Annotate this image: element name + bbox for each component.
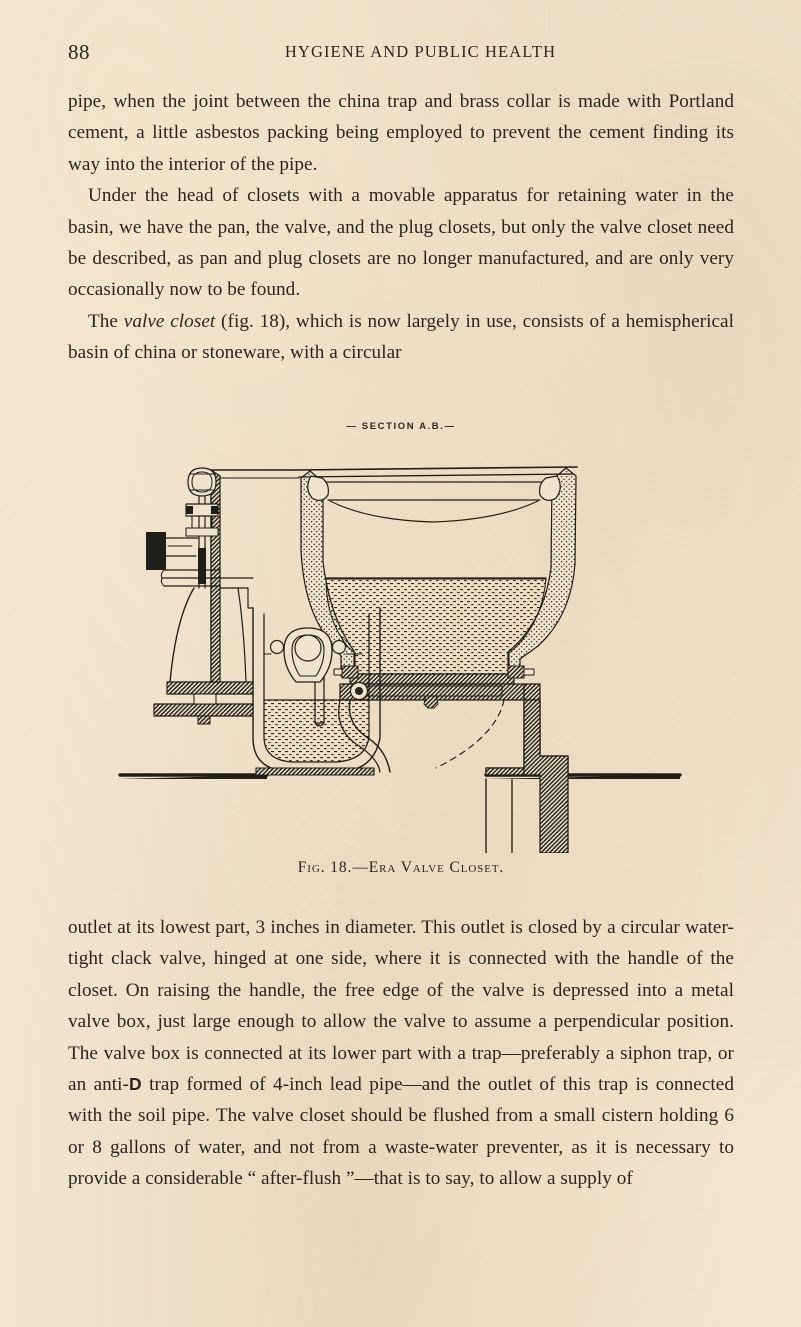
floor-line — [118, 773, 682, 779]
valve-seat-bolts — [333, 665, 535, 679]
figure-caption: Fig. 18.—Era Valve Closet. — [68, 859, 734, 877]
running-head: 88 Hygiene and Public Health — [68, 40, 733, 64]
handle-lever-mechanism — [146, 467, 221, 589]
closet-handle-block — [146, 532, 166, 570]
outlet-text-part-2: trap formed of 4-inch lead pipe—and the … — [68, 1074, 735, 1190]
figure-18: — SECTION A.B.— — [68, 420, 734, 877]
paragraph-valve-closet: The valve closet (fig. 18), which is now… — [68, 306, 734, 369]
section-ab-label: — SECTION A.B.— — [346, 421, 456, 432]
access-cover-boss — [263, 627, 363, 683]
outlet-text-part-1: outlet at its lowest part, 3 inches in d… — [68, 917, 734, 1096]
era-valve-closet-sectional-drawing — [118, 466, 682, 853]
paragraph-outlet-description: outlet at its lowest part, 3 inches in d… — [68, 912, 734, 1195]
trap-water-seal-stipple — [264, 700, 369, 762]
valve-open-position-dashed-arc — [435, 699, 505, 769]
page-folio-number: 88 — [68, 40, 90, 64]
figure-caption-title: Era Valve Closet. — [368, 859, 505, 876]
basin-water-stipple — [326, 579, 546, 674]
soil-outlet-pipe — [485, 683, 569, 853]
figure-caption-number: Fig. 18. — [297, 859, 353, 876]
valve-paragraph-tail: (fig. 18), which is now largely in use, … — [68, 310, 734, 364]
closet-casing — [153, 469, 300, 725]
anti-d-trap-glyph: D — [129, 1074, 142, 1095]
paragraph-pipe-joint: pipe, when the joint between the china t… — [68, 91, 734, 175]
siphon-trap — [252, 607, 391, 776]
valve-box-assembly — [333, 665, 535, 769]
paragraph-movable-apparatus: Under the head of closets with a movable… — [68, 185, 734, 301]
running-head-title: Hygiene and Public Health — [284, 42, 557, 61]
figure-caption-dash: — — [352, 859, 369, 876]
valve-paragraph-lead: The — [88, 310, 124, 332]
valve-closet-italic-term: valve closet — [123, 310, 216, 332]
china-basin — [295, 466, 578, 677]
body-text-top: pipe, when the joint between the china t… — [68, 86, 734, 369]
body-text-bottom: outlet at its lowest part, 3 inches in d… — [68, 912, 734, 1195]
